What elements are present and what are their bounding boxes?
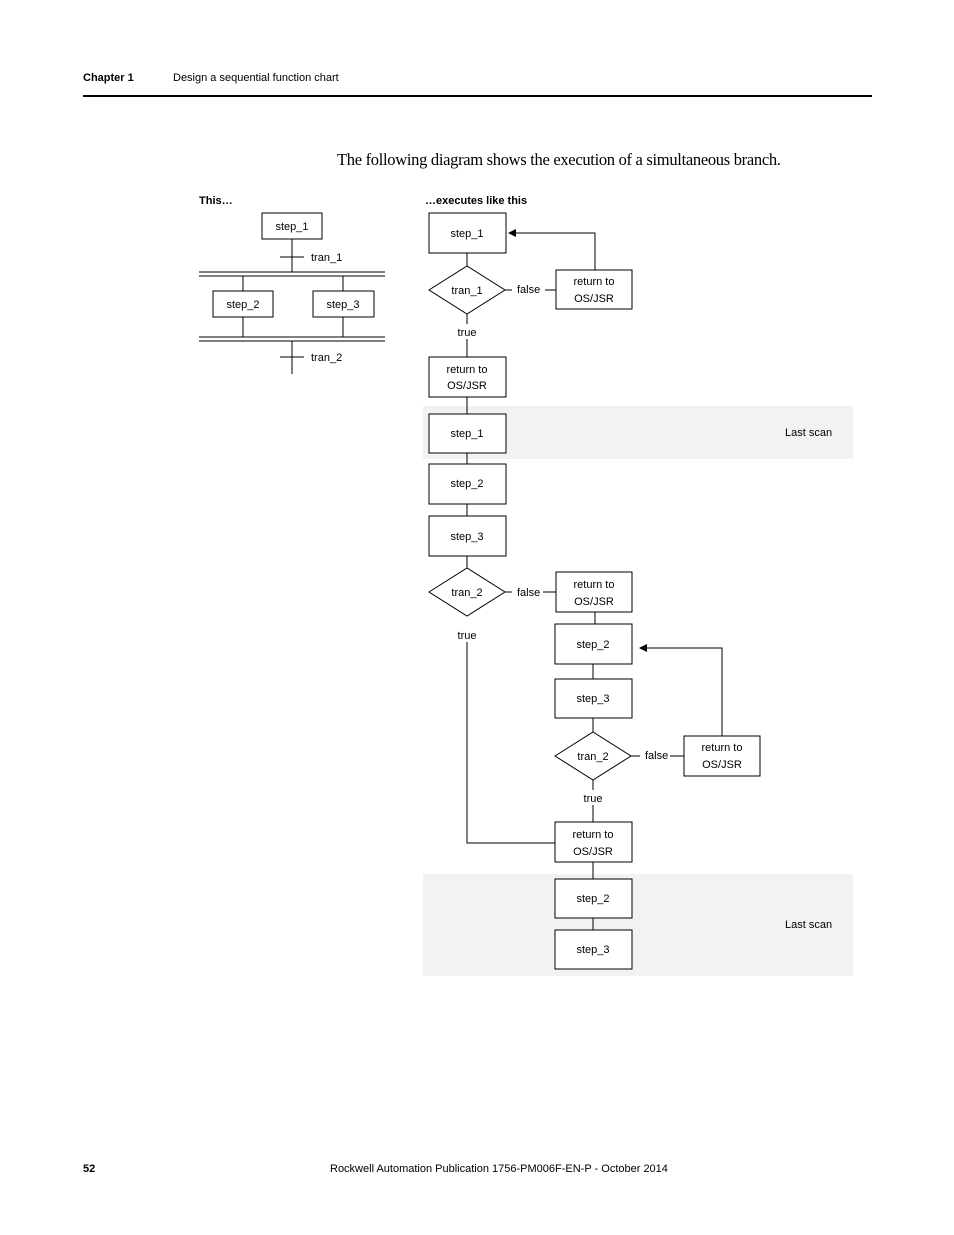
return-label: OS/JSR — [574, 293, 614, 305]
return-label: OS/JSR — [574, 596, 614, 608]
return-label: OS/JSR — [702, 759, 742, 771]
step-label: step_2 — [450, 478, 483, 490]
return-box — [554, 821, 633, 863]
step-label: step_3 — [576, 944, 609, 956]
header-rule — [83, 95, 872, 97]
return-label: return to — [573, 829, 614, 841]
step-label: step_3 — [450, 531, 483, 543]
return-label: return to — [574, 276, 615, 288]
left-sfc: step_1 tran_1 step_2 step_3 tran_2 — [199, 212, 385, 374]
step-box — [554, 929, 633, 970]
true-label: true — [458, 630, 477, 642]
chapter-label: Chapter 1 — [83, 72, 134, 84]
return-label: return to — [702, 742, 743, 754]
step-label: step_2 — [226, 299, 259, 311]
transition-label: tran_1 — [311, 252, 342, 264]
return-label: return to — [447, 364, 488, 376]
transition-label: tran_2 — [311, 352, 342, 364]
return-box — [428, 356, 507, 398]
decision-label: tran_1 — [451, 285, 482, 297]
decision-diamond — [428, 265, 506, 315]
false-label: false — [517, 284, 540, 296]
return-box — [683, 735, 761, 777]
step-label: step_3 — [326, 299, 359, 311]
last-scan-label: Last scan — [785, 919, 832, 931]
step-label: step_2 — [576, 893, 609, 905]
step-box — [428, 212, 507, 254]
false-label: false — [645, 750, 668, 762]
return-box — [555, 269, 633, 310]
step-box — [428, 413, 507, 454]
last-scan-label: Last scan — [785, 427, 832, 439]
true-label: true — [458, 327, 477, 339]
return-box — [555, 571, 633, 613]
step-label: step_1 — [275, 221, 308, 233]
step-box — [428, 463, 507, 505]
publication-info: Rockwell Automation Publication 1756-PM0… — [330, 1163, 668, 1175]
step-label: step_1 — [450, 228, 483, 240]
step-box — [554, 878, 633, 919]
section-title: Design a sequential function chart — [173, 72, 339, 84]
decision-label: tran_2 — [451, 587, 482, 599]
return-label: OS/JSR — [573, 846, 613, 858]
decision-diamond — [428, 567, 506, 617]
step-box — [428, 515, 507, 557]
return-label: return to — [574, 579, 615, 591]
last-scan-band — [423, 874, 853, 976]
step-box — [212, 290, 274, 318]
left-title: This… — [199, 195, 233, 207]
step-box — [554, 623, 633, 665]
decision-diamond — [554, 731, 632, 781]
step-label: step_2 — [576, 639, 609, 651]
page-number: 52 — [83, 1163, 96, 1175]
step-label: step_1 — [450, 428, 483, 440]
right-flow: Last scan Last scan step_1 tran_1 false — [423, 212, 853, 976]
return-label: OS/JSR — [447, 380, 487, 392]
decision-label: tran_2 — [577, 751, 608, 763]
intro-text: The following diagram shows the executio… — [337, 150, 781, 169]
step-box — [554, 678, 633, 719]
true-label: true — [584, 793, 603, 805]
false-label: false — [517, 587, 540, 599]
right-title: …executes like this — [425, 195, 527, 207]
step-box — [261, 212, 323, 240]
step-label: step_3 — [576, 693, 609, 705]
